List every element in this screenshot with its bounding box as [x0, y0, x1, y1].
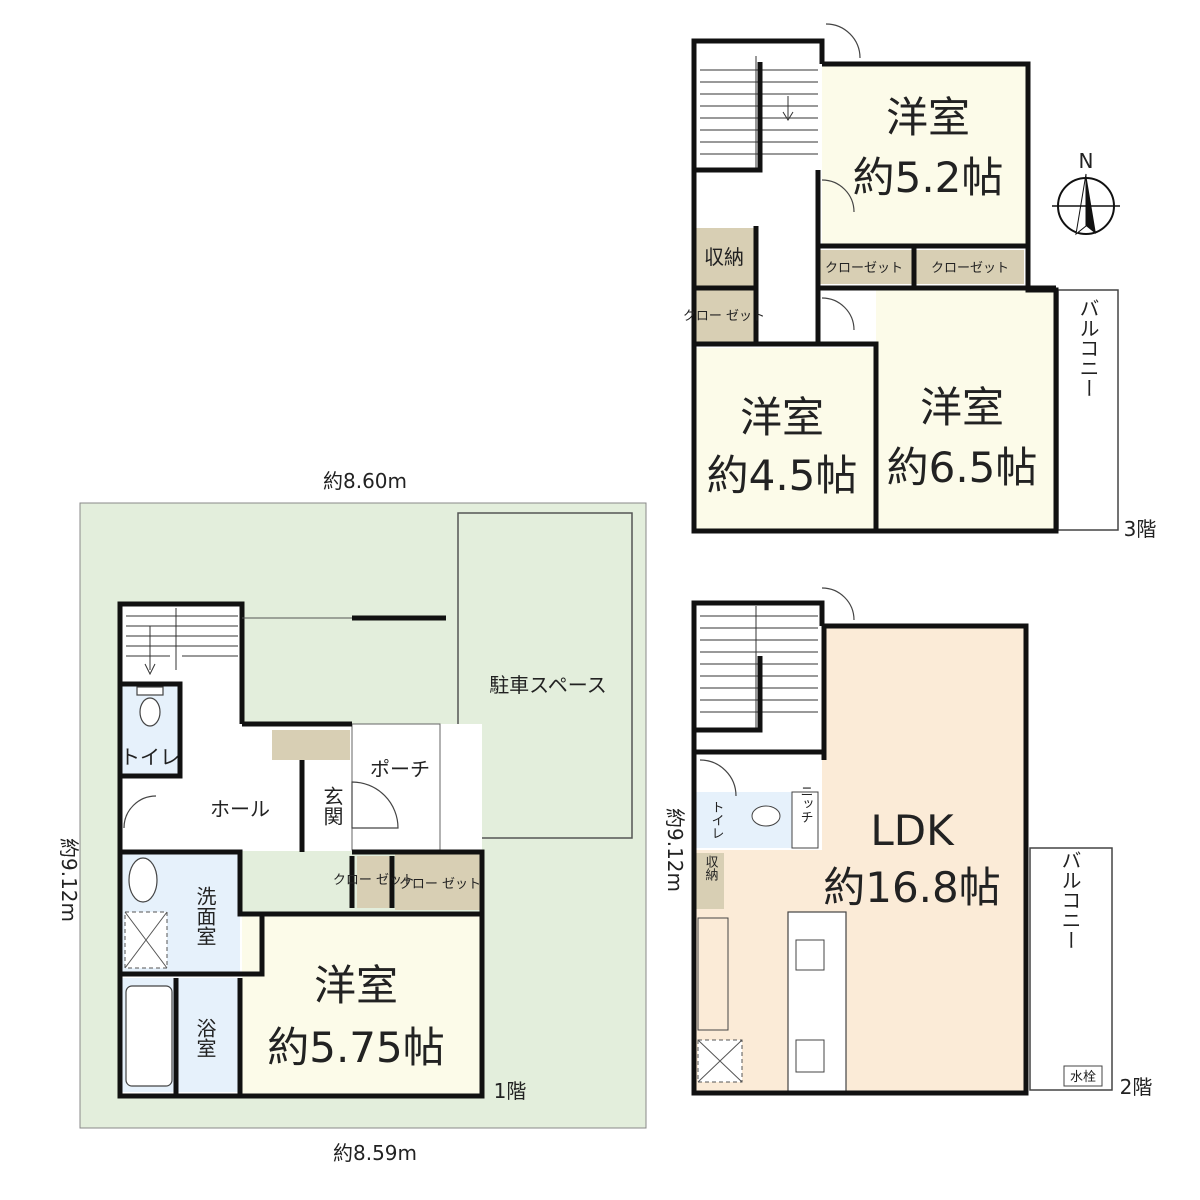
depth-2f: 約9.12m — [663, 808, 687, 892]
stove-icon — [795, 1039, 825, 1073]
closet-label-1f: クロー ゼット — [399, 877, 481, 892]
third-floor-plan — [691, 23, 1119, 534]
bedroom-1f-size: 約5.75帖 — [267, 1023, 445, 1072]
floor-label-2f: 2階 — [1120, 1075, 1153, 1099]
room-west-area — [696, 348, 874, 531]
bedroom-1f-area — [242, 914, 482, 1094]
closet-small-label-1f: クロー ゼット — [333, 873, 415, 888]
room-east-name: 洋室 — [920, 383, 1004, 432]
bathroom-label: 浴室 — [193, 1018, 217, 1058]
lot-width-top: 約8.60m — [323, 469, 407, 493]
faucet-box — [1063, 1065, 1103, 1087]
sink-icon-2f — [795, 939, 825, 971]
door-swing-3f-east — [821, 297, 855, 331]
ldk-size: 約16.8帖 — [823, 863, 1001, 912]
bedroom-1f-name: 洋室 — [314, 961, 398, 1010]
door-swing-2f-top — [821, 587, 855, 621]
porch-area — [351, 723, 441, 851]
storage-label-3f: 収納 — [704, 245, 744, 269]
hall-label: ホール — [210, 797, 270, 821]
balcony-label-2f: バルコニー — [1058, 850, 1082, 950]
niche-label: ニッチ — [798, 785, 813, 824]
closet-a-3f — [818, 250, 912, 284]
toilet-label-2f: トイレ — [709, 801, 724, 840]
shoe-cabinet — [272, 730, 350, 760]
parking-label: 駐車スペース — [489, 673, 607, 697]
balcony-2f — [1029, 847, 1113, 1091]
storage-label-2f: 収納 — [703, 855, 719, 882]
closet-a-label: クローゼット — [825, 261, 903, 276]
ldk-name: LDK — [870, 806, 955, 855]
room-north-area — [822, 64, 1028, 244]
hall-door-swing — [123, 795, 157, 829]
room-east-area — [876, 290, 1056, 531]
closet-1f — [395, 854, 483, 910]
storage-3f — [696, 228, 754, 286]
floor-label-1f: 1階 — [494, 1079, 527, 1103]
first-floor-plan — [79, 502, 647, 1129]
room-north-name: 洋室 — [886, 93, 970, 142]
lot-width-bottom: 約8.59m — [333, 1141, 417, 1165]
storage-2f — [696, 853, 724, 909]
closet-b-3f — [916, 250, 1024, 284]
niche-2f — [791, 791, 819, 849]
bathtub-icon — [125, 985, 173, 1087]
entry-door-swing — [351, 781, 399, 829]
compass-north-label: N — [1079, 149, 1094, 173]
compass-icon — [1052, 173, 1120, 236]
closet-small-label-3f: クロー ゼット — [683, 309, 765, 324]
back-counter — [697, 917, 729, 1031]
walls-3f — [691, 38, 1059, 534]
toilet-icon — [139, 697, 161, 727]
toilet-label-1f: トイレ — [120, 745, 180, 769]
porch-label: ポーチ — [370, 757, 430, 781]
walls-2f — [691, 600, 1029, 1096]
ldk-area — [822, 626, 1026, 1093]
closet-b-label: クローゼット — [931, 261, 1009, 276]
door-swing-2f-stair — [699, 759, 737, 797]
walls-1f — [117, 601, 485, 1099]
toilet-icon-2f — [751, 805, 781, 827]
room-north-size: 約5.2帖 — [853, 153, 1004, 202]
balcony-label-3f: バルコニー — [1076, 298, 1100, 398]
stairs-1f — [126, 608, 238, 676]
closet-small-3f — [696, 290, 754, 344]
room-west-size: 約4.5帖 — [707, 451, 858, 500]
room-east-size: 約6.5帖 — [887, 443, 1038, 492]
lot-depth: 約9.12m — [57, 838, 81, 922]
room-west-name: 洋室 — [740, 393, 824, 442]
sink-icon — [128, 857, 158, 903]
washroom-label: 洗面室 — [193, 886, 217, 946]
parking-space — [457, 512, 633, 839]
door-swing-3f-room — [821, 179, 855, 213]
floor-label-3f: 3階 — [1124, 517, 1157, 541]
second-floor-plan — [691, 587, 1113, 1096]
balcony-3f — [1057, 289, 1119, 531]
faucet-label: 水栓 — [1070, 1070, 1096, 1085]
door-swing-3f-top — [825, 23, 861, 59]
entrance-label: 玄関 — [320, 786, 344, 826]
closet-small-1f — [357, 856, 391, 908]
